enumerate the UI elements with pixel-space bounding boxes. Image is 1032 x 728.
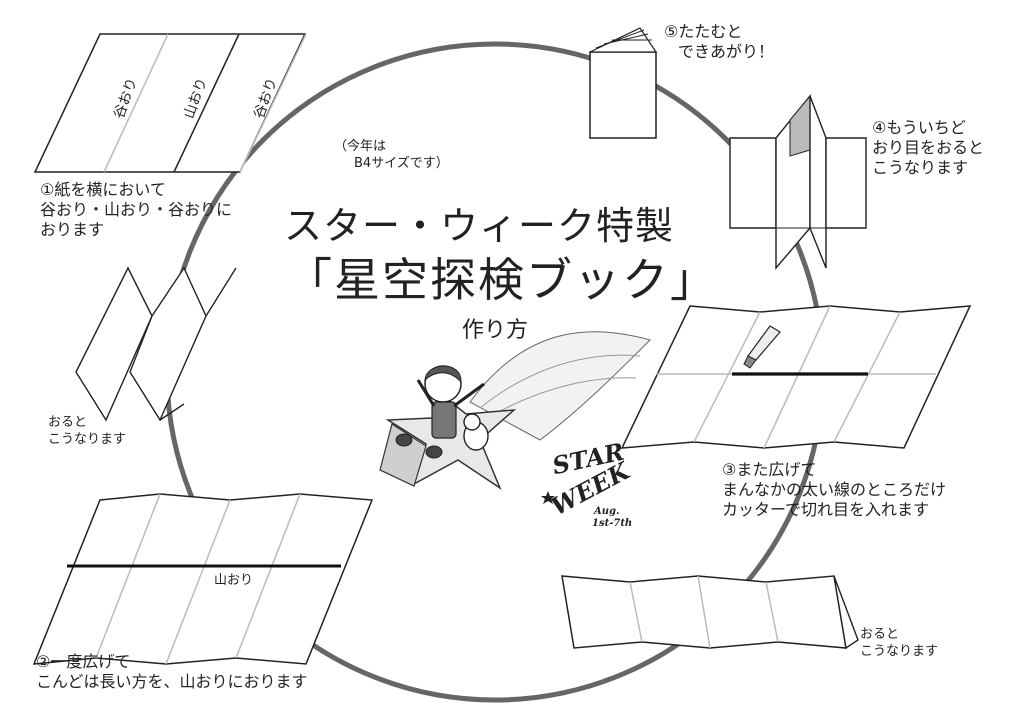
valley-fold-line-1 bbox=[103, 33, 169, 173]
step4-line2: おり目をおると bbox=[872, 138, 985, 157]
star-week-date-2: 1st-7th bbox=[592, 518, 633, 529]
step2-result-caption: おると こうなります bbox=[860, 626, 938, 660]
page-title-line1: スター・ウィーク特製 bbox=[284, 204, 675, 248]
step4-instruction: ④もういちど おり目をおると こうなります bbox=[872, 118, 984, 178]
step2-line1: ②一度広げて bbox=[36, 652, 131, 671]
step1-result-paper bbox=[75, 266, 237, 422]
mascot-on-star-illustration bbox=[379, 331, 651, 490]
cutter-icon bbox=[743, 325, 781, 369]
step1-line1: ①紙を横において bbox=[40, 180, 166, 199]
star-week-date-1: Aug. bbox=[594, 506, 620, 517]
step4-line3: こうなります bbox=[872, 158, 969, 177]
step1-instruction: ①紙を横において 谷おり・山おり・谷おりに おります bbox=[40, 180, 232, 240]
step2-instruction: ②一度広げて こんどは長い方を、山おりにおります bbox=[36, 652, 308, 692]
step3-line1: ③また広げて bbox=[722, 460, 817, 479]
step1-paper bbox=[33, 33, 307, 173]
step1-size-note: （今年は B4サイズです） bbox=[334, 138, 449, 172]
step2-paper bbox=[32, 493, 374, 665]
step2-result-paper bbox=[561, 575, 859, 650]
step4-paper bbox=[729, 94, 867, 270]
step2-result-line2: こうなります bbox=[860, 644, 939, 659]
step2-result-line1: おると bbox=[860, 627, 900, 642]
step1-line2: 谷おり・山おり・谷おりに bbox=[40, 200, 233, 219]
page-title-line2: 「星空探検ブック」 bbox=[286, 253, 718, 307]
step2-fold-label: 山おり bbox=[214, 573, 254, 588]
star-week-star-icon bbox=[541, 491, 555, 504]
step3-line2: まんなかの太い線のところだけ bbox=[722, 480, 947, 499]
step1-result-caption: おると こうなります bbox=[48, 414, 126, 448]
step5-line2: できあがり！ bbox=[678, 42, 775, 61]
step1-note-line1: （今年は bbox=[334, 139, 387, 154]
step1-result-line2: こうなります bbox=[48, 432, 127, 447]
step1-result-line1: おると bbox=[48, 415, 88, 430]
step5-line1: ⑤たたむと bbox=[664, 22, 743, 41]
step2-line2: こんどは長い方を、山おりにおります bbox=[36, 672, 308, 691]
step4-line1: ④もういちど bbox=[872, 118, 966, 137]
valley-fold-line-2 bbox=[239, 33, 307, 173]
step1-line3: おります bbox=[40, 220, 105, 239]
page-title-line3: 作り方 bbox=[462, 318, 529, 343]
step3-line3: カッターで切れ目を入れます bbox=[722, 500, 930, 519]
step1-note-line2: B4サイズです） bbox=[354, 156, 449, 171]
mascot-body bbox=[431, 401, 457, 439]
step3-instruction: ③また広げて まんなかの太い線のところだけ カッターで切れ目を入れます bbox=[722, 460, 946, 520]
step5-instruction: ⑤たたむと できあがり！ bbox=[664, 22, 774, 62]
step5-booklet bbox=[589, 27, 658, 139]
mountain-fold-line bbox=[173, 33, 240, 173]
step3-paper bbox=[620, 305, 972, 449]
